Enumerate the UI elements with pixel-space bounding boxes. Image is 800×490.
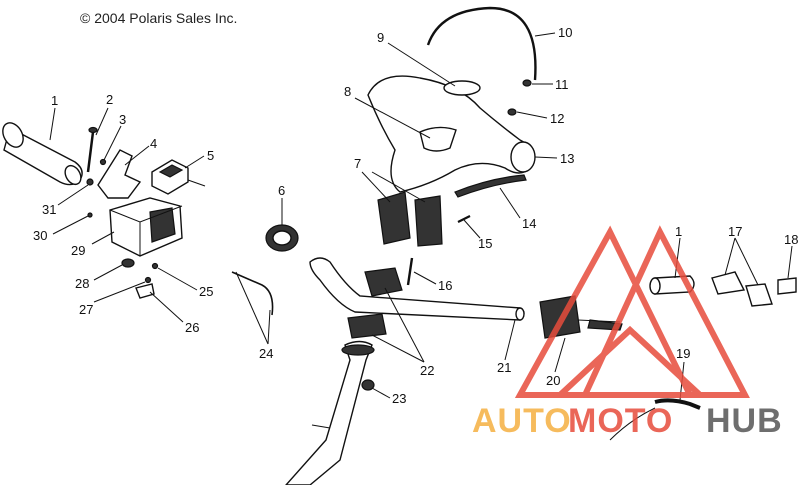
part-nut-11 xyxy=(522,79,532,87)
part-nut-23 xyxy=(361,379,375,391)
part-clamps xyxy=(377,191,443,247)
callout-14: 14 xyxy=(522,216,536,231)
callout-26: 26 xyxy=(185,320,199,335)
part-lever-b xyxy=(745,283,773,307)
callout-15: 15 xyxy=(478,236,492,251)
callout-7: 7 xyxy=(354,156,361,171)
part-ring xyxy=(265,224,299,252)
callout-22: 22 xyxy=(420,363,434,378)
part-set-screw xyxy=(144,276,152,284)
part-nut xyxy=(86,178,94,186)
part-cap xyxy=(135,283,155,299)
callout-28: 28 xyxy=(75,276,89,291)
callout-2: 2 xyxy=(106,92,113,107)
part-clamp-lower xyxy=(347,313,387,339)
part-cable xyxy=(231,271,274,316)
part-small-screw xyxy=(151,262,159,270)
callout-27: 27 xyxy=(79,302,93,317)
part-connector xyxy=(777,277,797,295)
callout-13: 13 xyxy=(560,151,574,166)
part-grip-left xyxy=(2,122,83,186)
callout-24: 24 xyxy=(259,346,273,361)
part-switch xyxy=(151,159,206,195)
part-bolt-16 xyxy=(406,257,414,286)
watermark-logo-icon xyxy=(514,225,750,398)
callout-8: 8 xyxy=(344,84,351,99)
callout-12: 12 xyxy=(550,111,564,126)
callout-6: 6 xyxy=(278,183,285,198)
callout-11: 11 xyxy=(555,77,569,92)
callout-10: 10 xyxy=(558,25,572,40)
part-washer xyxy=(99,158,107,166)
callout-23: 23 xyxy=(392,391,406,406)
callout-31: 31 xyxy=(42,202,56,217)
callout-4: 4 xyxy=(150,136,157,151)
part-lever-a xyxy=(711,271,746,295)
part-bolt-15 xyxy=(457,215,471,223)
callout-17: 17 xyxy=(728,224,742,239)
callout-20: 20 xyxy=(546,373,560,388)
part-steering-post xyxy=(284,340,375,486)
callout-1: 1 xyxy=(51,93,58,108)
part-handlebar xyxy=(309,257,525,321)
part-housing xyxy=(109,197,183,257)
watermark: AUTO MOTO HUB xyxy=(472,225,783,440)
part-knob xyxy=(121,258,135,268)
copyright-text: © 2004 Polaris Sales Inc. xyxy=(80,10,237,26)
callout-3: 3 xyxy=(119,112,126,127)
part-clamp-upper xyxy=(364,267,403,297)
callout-18: 18 xyxy=(784,232,798,247)
part-wire xyxy=(426,6,537,81)
callout-5: 5 xyxy=(207,148,214,163)
part-washer-12 xyxy=(507,108,517,116)
callout-21: 21 xyxy=(497,360,511,375)
part-screw xyxy=(86,126,98,173)
callout-numbers: 1 2 3 4 5 6 7 8 9 10 11 12 13 14 15 16 1… xyxy=(33,25,798,406)
callout-1-right: 1 xyxy=(675,224,682,239)
callout-25: 25 xyxy=(199,284,213,299)
part-handlebar-pad xyxy=(367,75,536,193)
callout-29: 29 xyxy=(71,243,85,258)
callout-19: 19 xyxy=(676,346,690,361)
watermark-brand-hub: HUB xyxy=(706,402,783,440)
part-pin xyxy=(87,212,93,218)
watermark-brand-moto: MOTO xyxy=(568,402,673,440)
part-bracket xyxy=(97,149,142,199)
watermark-brand-auto: AUTO xyxy=(472,402,572,440)
callout-16: 16 xyxy=(438,278,452,293)
part-strap xyxy=(454,174,527,198)
callout-9: 9 xyxy=(377,30,384,45)
callout-30: 30 xyxy=(33,228,47,243)
leader-lines xyxy=(49,32,793,401)
part-coil xyxy=(609,398,701,441)
